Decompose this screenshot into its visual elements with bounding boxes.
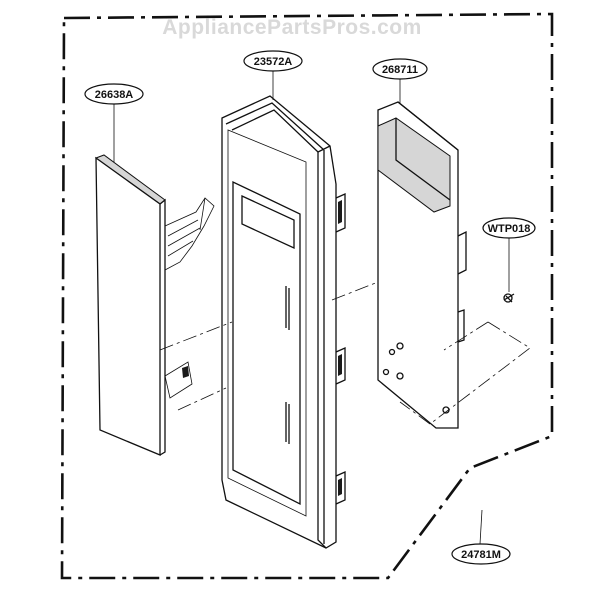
assembly-line — [331, 281, 379, 301]
part-label-frame: 23572A — [243, 50, 303, 72]
part-label-pcb: 268711 — [372, 58, 428, 80]
part-label-assembly: 24781M — [451, 543, 511, 565]
watermark-text: AppliancePartsPros.com — [162, 16, 422, 39]
part-number-text: 24781M — [461, 549, 501, 561]
part-number-text: WTP018 — [488, 223, 531, 235]
part-number-text: 23572A — [254, 56, 293, 68]
assembly-line — [159, 321, 233, 351]
display-window — [241, 194, 295, 250]
control-cover-part — [94, 154, 215, 456]
assembly-line — [399, 321, 531, 425]
control-board-part — [377, 101, 467, 429]
part-number-text: 268711 — [382, 64, 418, 76]
assembly-line — [443, 321, 489, 351]
part-label-screw: WTP018 — [482, 217, 536, 239]
assembly-line — [177, 387, 227, 411]
screw-part — [503, 293, 515, 303]
ribbon-cable — [164, 197, 215, 271]
part-number-text: 26638A — [95, 89, 134, 101]
control-frame-part — [221, 95, 346, 549]
assembly-boundary — [60, 12, 554, 580]
part-label-cover: 26638A — [84, 83, 144, 105]
